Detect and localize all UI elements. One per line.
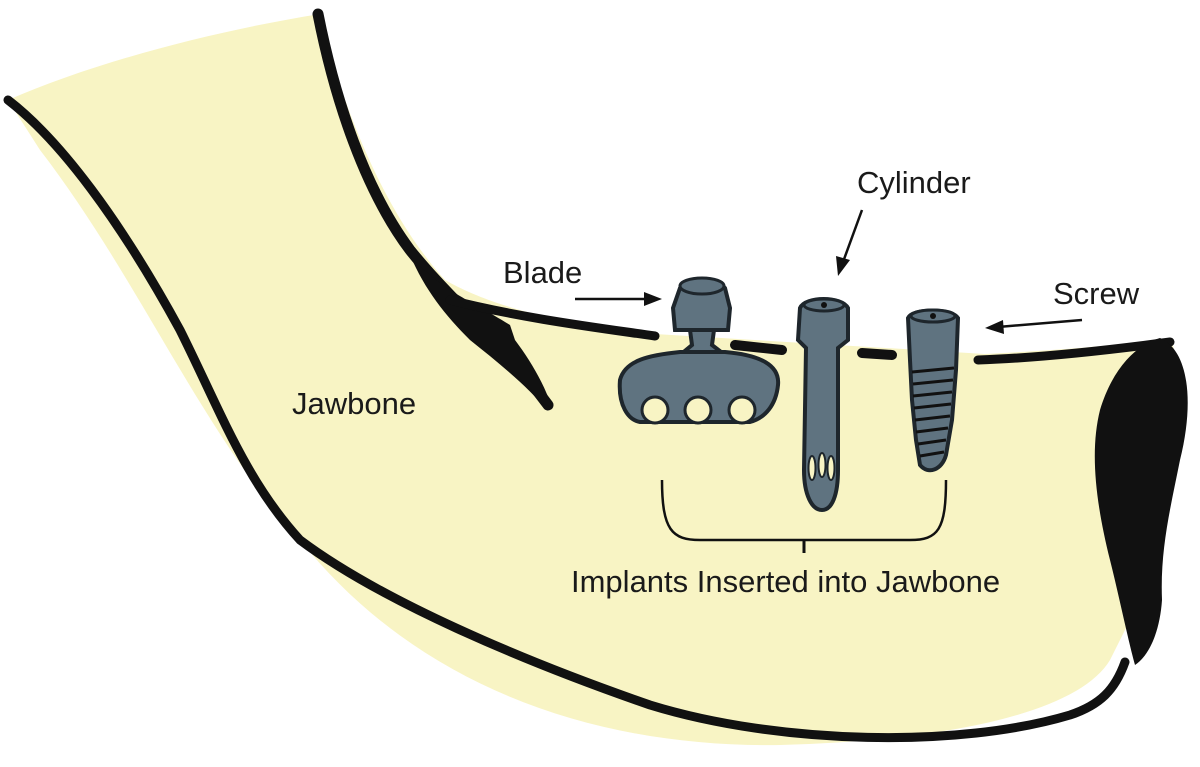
blade-implant [617, 276, 781, 425]
screw-label: Screw [1053, 276, 1140, 311]
ridge-dash-2 [857, 348, 897, 360]
cylinder-slot-2 [817, 452, 827, 478]
blade-label: Blade [503, 255, 582, 290]
screw-threads [911, 366, 955, 458]
screw-implant [905, 308, 961, 473]
ridge-left [445, 295, 660, 341]
screw-implant-screw-hole [930, 313, 936, 319]
blade-hole-3 [727, 395, 757, 425]
blade-implant-head-top [678, 276, 726, 296]
screw-arrow [985, 318, 1083, 334]
blade-hole-1 [640, 395, 670, 425]
jawbone-lower-outline [3, 95, 1130, 743]
cylinder-slot-3 [826, 455, 836, 481]
jawbone-label: Jawbone [292, 386, 416, 421]
implants-group-label: Implants Inserted into Jawbone [571, 564, 1000, 599]
cylinder-slot-1 [807, 455, 817, 481]
blade-arrow [575, 292, 662, 306]
cylinder-arrow [836, 209, 864, 276]
implants-bracket [660, 479, 948, 542]
blade-hole-2 [683, 395, 713, 425]
cylinder-implant-screw-hole [821, 302, 827, 308]
cylinder-label: Cylinder [857, 165, 971, 200]
ridge-dash-1 [730, 340, 787, 355]
ramus-shading [410, 255, 552, 408]
jaw-right-shading [1094, 338, 1188, 665]
jawbone-shape [8, 14, 1176, 746]
cylinder-implant [795, 297, 850, 513]
